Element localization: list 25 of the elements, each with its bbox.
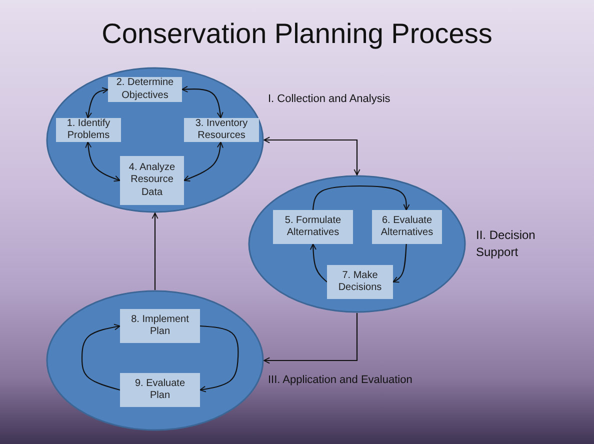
group-heading: I. Collection and Analysis [268, 93, 390, 105]
arrow [310, 244, 328, 282]
arrow [81, 324, 120, 391]
arrow [86, 87, 108, 118]
arrow [182, 86, 224, 118]
group-heading: III. Application and Evaluation [268, 374, 412, 386]
step-box: 1. Identify Problems [56, 118, 121, 142]
step-box: 2. Determine Objectives [108, 77, 182, 102]
step-box: 8. Implement Plan [120, 309, 200, 343]
arrow [264, 136, 360, 176]
arrow [85, 142, 120, 182]
arrow [200, 325, 239, 392]
arrow [264, 313, 358, 364]
arrow [184, 142, 224, 182]
arrow [312, 185, 410, 210]
group-heading: II. Decision Support [476, 227, 536, 262]
step-box: 9. Evaluate Plan [120, 373, 200, 407]
step-box: 4. Analyze Resource Data [120, 156, 184, 205]
step-box: 7. Make Decisions [327, 265, 393, 299]
arrow [152, 212, 158, 290]
step-box: 5. Formulate Alternatives [273, 210, 353, 244]
step-box: 3. Inventory Resources [184, 118, 259, 142]
step-box: 6. Evaluate Alternatives [372, 210, 442, 244]
arrow [392, 244, 407, 283]
title: Conservation Planning Process [100, 18, 494, 50]
